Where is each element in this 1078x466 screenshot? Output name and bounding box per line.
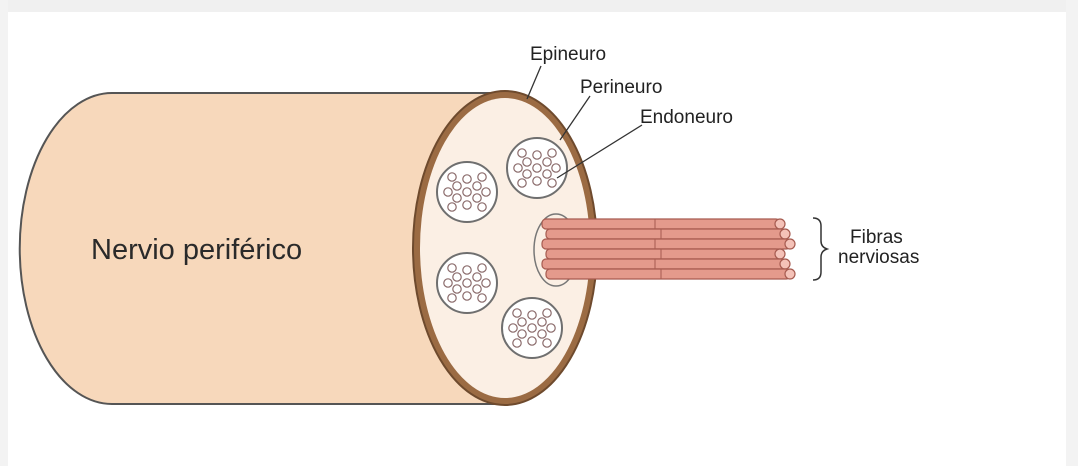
axon-dot bbox=[523, 170, 531, 178]
axon-dot bbox=[538, 318, 546, 326]
perineuro-label: Perineuro bbox=[580, 77, 662, 98]
axon-dot bbox=[538, 330, 546, 338]
axon-dot bbox=[518, 318, 526, 326]
axon-dot bbox=[453, 273, 461, 281]
fibras-bracket bbox=[813, 218, 827, 280]
axon-dot bbox=[533, 151, 541, 159]
nerve-fibre-end bbox=[780, 229, 790, 239]
axon-dot bbox=[547, 324, 555, 332]
axon-dot bbox=[453, 194, 461, 202]
axon-dot bbox=[463, 188, 471, 196]
axon-dot bbox=[448, 203, 456, 211]
axon-dot bbox=[523, 158, 531, 166]
axon-dot bbox=[543, 170, 551, 178]
perineuro-leader-line bbox=[560, 96, 590, 140]
epineuro-label: Epineuro bbox=[530, 44, 606, 65]
axon-dot bbox=[453, 285, 461, 293]
axon-dot bbox=[513, 309, 521, 317]
axon-dot bbox=[478, 264, 486, 272]
epineuro-leader-line bbox=[527, 66, 541, 99]
axon-dot bbox=[478, 173, 486, 181]
axon-dot bbox=[448, 264, 456, 272]
axon-dot bbox=[473, 194, 481, 202]
axon-dot bbox=[533, 177, 541, 185]
axon-dot bbox=[518, 179, 526, 187]
axon-dot bbox=[444, 188, 452, 196]
axon-dot bbox=[548, 179, 556, 187]
fibras-label-line2: nerviosas bbox=[838, 247, 919, 268]
axon-dot bbox=[444, 279, 452, 287]
nerve-fibre-end bbox=[780, 259, 790, 269]
nerve-fibre bbox=[546, 269, 790, 279]
nerve-fibre bbox=[542, 219, 780, 229]
axon-dot bbox=[543, 158, 551, 166]
axon-dot bbox=[543, 339, 551, 347]
axon-dot bbox=[463, 201, 471, 209]
axon-dot bbox=[543, 309, 551, 317]
axon-dot bbox=[448, 294, 456, 302]
axon-dot bbox=[533, 164, 541, 172]
fibras-label-line1: Fibras bbox=[850, 227, 903, 248]
nerve-fibre-end bbox=[775, 249, 785, 259]
nerve-main-label: Nervio periférico bbox=[91, 234, 302, 266]
axon-dot bbox=[552, 164, 560, 172]
axon-dot bbox=[463, 279, 471, 287]
nerve-fibres bbox=[542, 219, 795, 279]
nerve-fibre-end bbox=[785, 239, 795, 249]
nerve-fibre-end bbox=[785, 269, 795, 279]
nerve-fibre bbox=[546, 249, 780, 259]
axon-dot bbox=[528, 337, 536, 345]
axon-dot bbox=[473, 273, 481, 281]
axon-dot bbox=[518, 330, 526, 338]
axon-dot bbox=[478, 203, 486, 211]
axon-dot bbox=[473, 182, 481, 190]
axon-dot bbox=[509, 324, 517, 332]
nerve-fibre bbox=[546, 229, 785, 239]
endoneuro-label: Endoneuro bbox=[640, 107, 733, 128]
nerve-fibre bbox=[542, 259, 785, 269]
axon-dot bbox=[513, 339, 521, 347]
axon-dot bbox=[473, 285, 481, 293]
axon-dot bbox=[514, 164, 522, 172]
nerve-fibre bbox=[542, 239, 790, 249]
axon-dot bbox=[482, 279, 490, 287]
axon-dot bbox=[453, 182, 461, 190]
axon-dot bbox=[463, 292, 471, 300]
axon-dot bbox=[518, 149, 526, 157]
axon-dot bbox=[448, 173, 456, 181]
axon-dot bbox=[548, 149, 556, 157]
axon-dot bbox=[528, 311, 536, 319]
axon-dot bbox=[528, 324, 536, 332]
axon-dot bbox=[482, 188, 490, 196]
nerve-fibre-end bbox=[775, 219, 785, 229]
axon-dot bbox=[463, 175, 471, 183]
axon-dot bbox=[478, 294, 486, 302]
axon-dot bbox=[463, 266, 471, 274]
